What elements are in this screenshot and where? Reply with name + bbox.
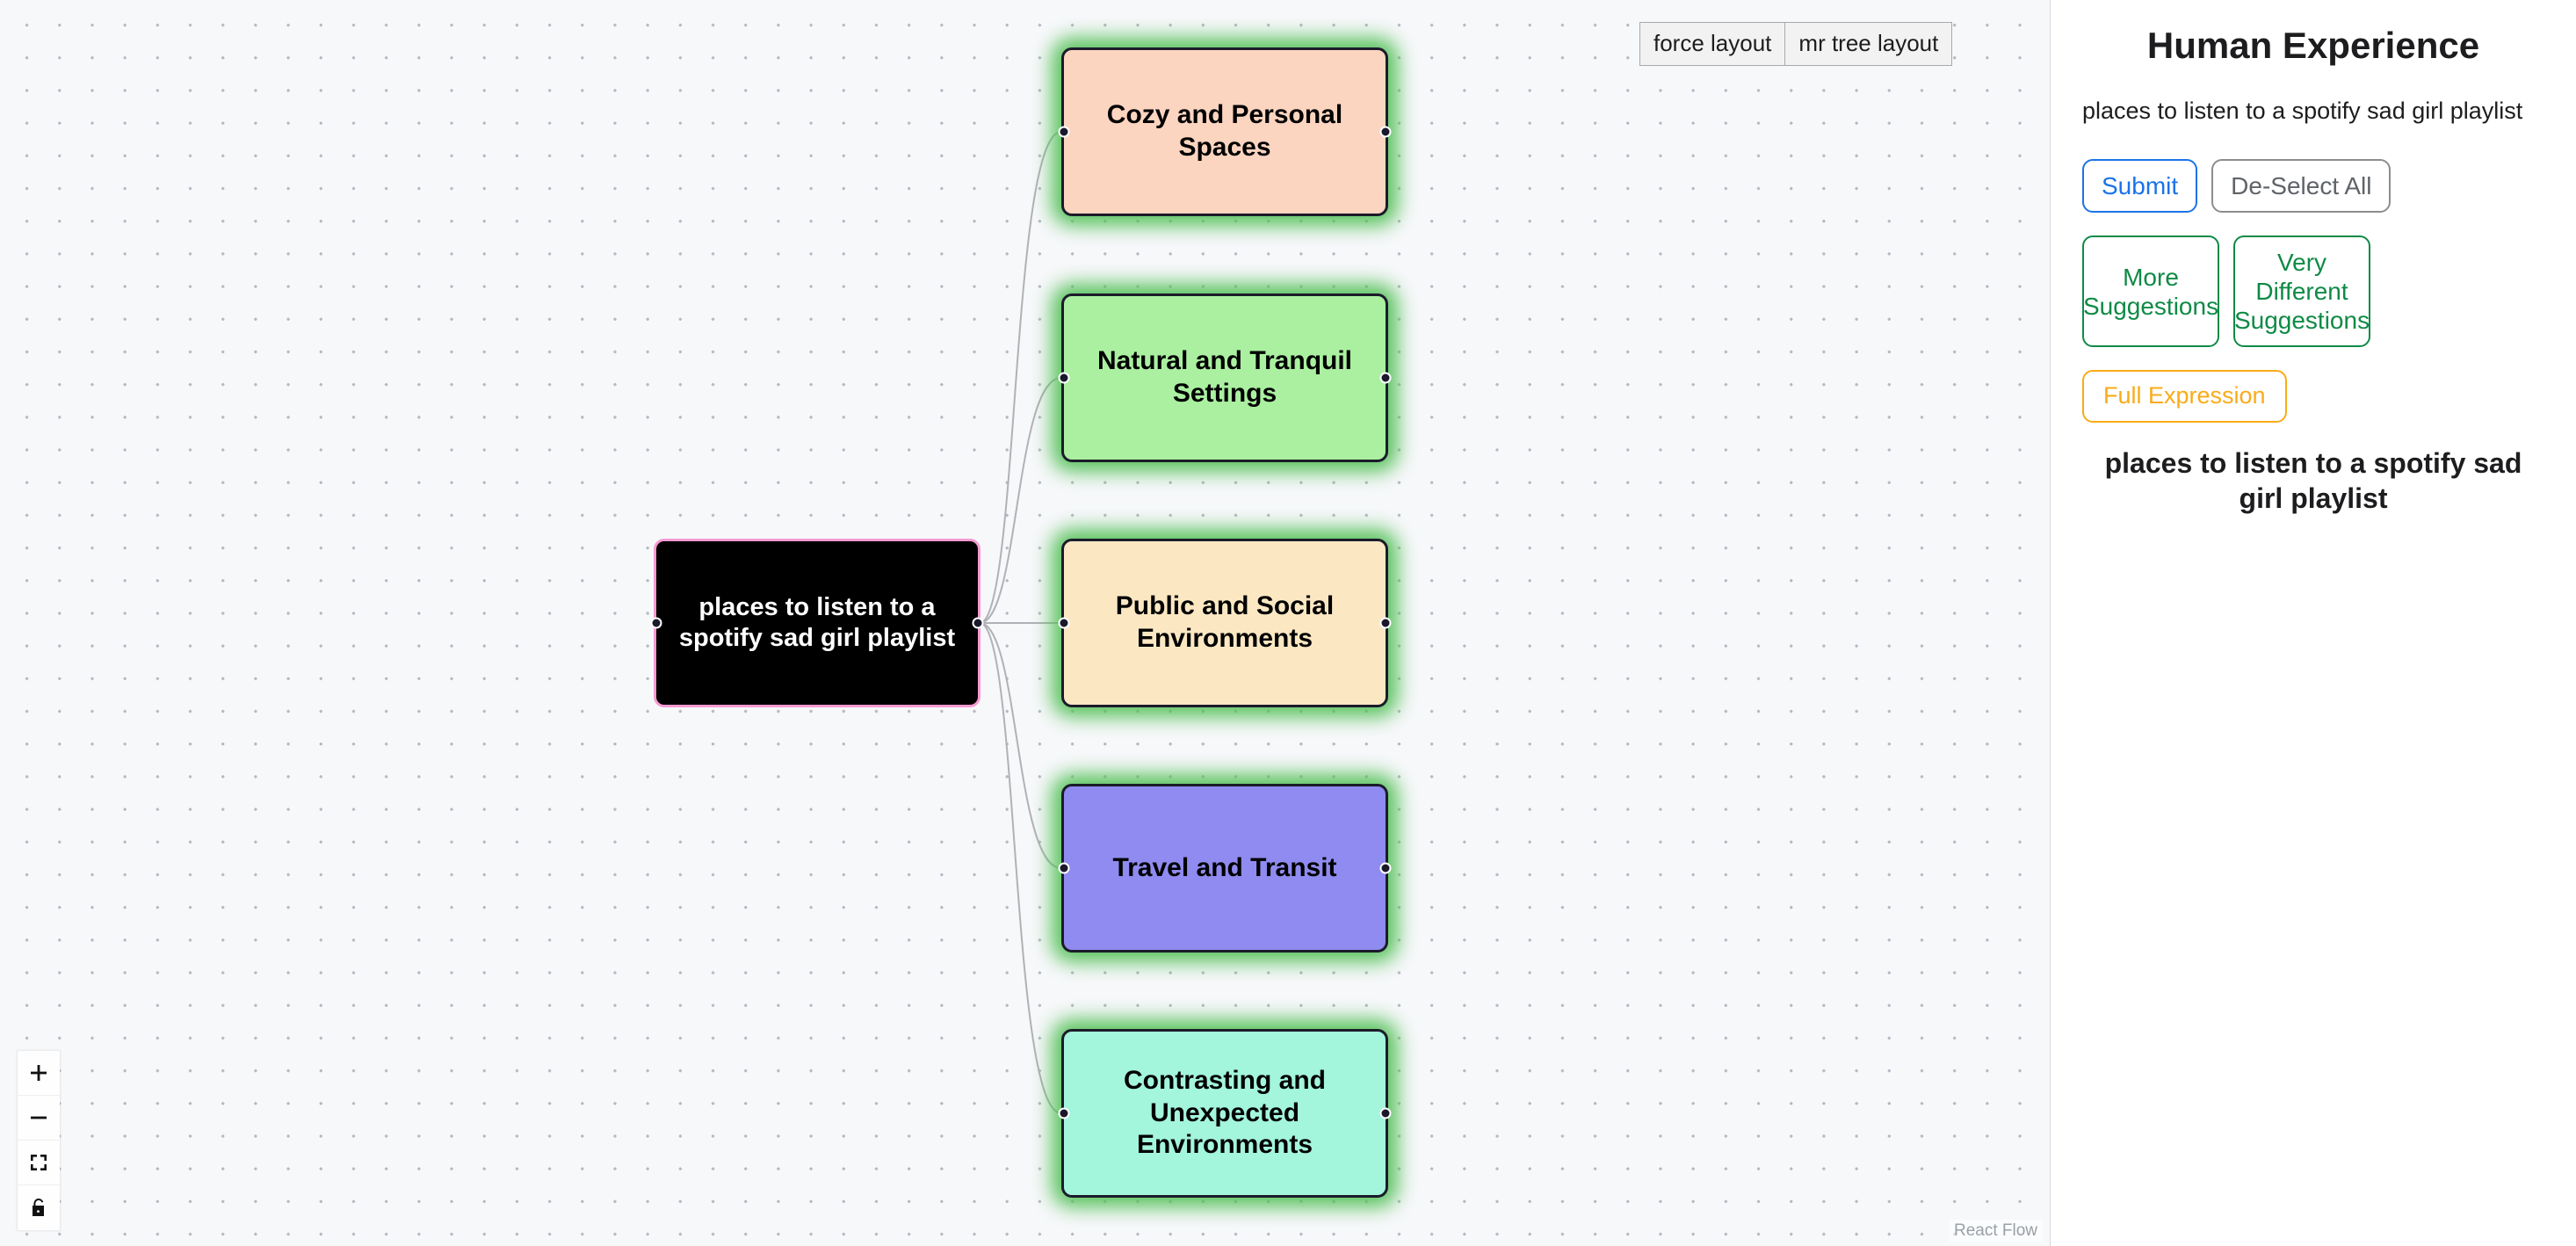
zoom-out-button[interactable] (18, 1096, 60, 1141)
plus-icon (31, 1065, 47, 1081)
topic-node-label: Public and Social Environments (1115, 591, 1335, 653)
primary-action-row: Submit De-Select All (2082, 159, 2544, 214)
fit-view-button[interactable] (18, 1141, 60, 1185)
topic-node-handle-left[interactable] (1058, 1107, 1070, 1119)
side-panel: Human Experience places to listen to a s… (2051, 0, 2576, 1246)
more-suggestions-button[interactable]: More Suggestions (2082, 235, 2219, 348)
topic-node-label: Contrasting and Unexpected Environments (1124, 1066, 1326, 1160)
topic-node-natural-and-tranquil-settings[interactable]: Natural and Tranquil Settings (1058, 293, 1392, 462)
expression-text: places to listen to a spotify sad girl p… (2104, 447, 2522, 515)
zoom-in-button[interactable] (18, 1051, 60, 1096)
topic-node-public-and-social-environments[interactable]: Public and Social Environments (1058, 539, 1392, 707)
topic-node-handle-right[interactable] (1379, 862, 1392, 874)
root-node-handle-right[interactable] (972, 617, 984, 629)
page-title: Human Experience (2146, 25, 2480, 66)
root-node[interactable]: places to listen to a spotify sad girl p… (650, 539, 984, 707)
topic-node-handle-left[interactable] (1058, 126, 1070, 138)
mr-tree-layout-button[interactable]: mr tree layout (1784, 22, 1953, 66)
flow-controls[interactable] (18, 1051, 60, 1230)
minus-icon (31, 1116, 47, 1119)
suggestion-action-row: More Suggestions Very Different Suggesti… (2082, 235, 2544, 348)
topic-node-handle-left[interactable] (1058, 617, 1070, 629)
topic-node-handle-right[interactable] (1379, 1107, 1392, 1119)
topic-node-handle-right[interactable] (1379, 372, 1392, 384)
layout-toggle-group[interactable]: force layout mr tree layout (1639, 22, 1953, 66)
topic-node-label: Travel and Transit (1112, 852, 1337, 882)
topic-node-handle-right[interactable] (1379, 617, 1392, 629)
topic-node-handle-right[interactable] (1379, 126, 1392, 138)
edge-root-to-node-1 (979, 131, 1062, 624)
de-select-all-button[interactable]: De-Select All (2211, 159, 2391, 214)
topic-node-travel-and-transit[interactable]: Travel and Transit (1058, 784, 1392, 953)
edge-root-to-node-5 (979, 622, 1062, 1114)
root-node-handle-left[interactable] (650, 617, 662, 629)
edge-layer (979, 131, 1062, 1114)
submit-button[interactable]: Submit (2082, 159, 2198, 214)
unlock-icon (33, 1198, 44, 1216)
prompt-text: places to listen to a spotify sad girl p… (2082, 98, 2523, 124)
flow-canvas[interactable]: force layout mr tree layout places to li… (0, 0, 2051, 1246)
topic-node-cozy-and-personal-spaces[interactable]: Cozy and Personal Spaces (1058, 47, 1392, 216)
fit-view-icon (31, 1155, 47, 1170)
force-layout-button[interactable]: force layout (1639, 22, 1786, 66)
lock-toggle-button[interactable] (18, 1185, 60, 1230)
topic-node-label: Cozy and Personal Spaces (1106, 100, 1343, 162)
edge-root-to-node-2 (979, 377, 1062, 624)
topic-node-label: Natural and Tranquil Settings (1096, 346, 1353, 408)
edge-root-to-node-4 (979, 622, 1062, 869)
very-different-suggestions-button[interactable]: Very Different Suggestions (2233, 235, 2370, 348)
topic-node-handle-left[interactable] (1058, 372, 1070, 384)
full-expression-row: Full Expression (2082, 370, 2544, 424)
topic-node-contrasting-and-unexpected-environments[interactable]: Contrasting and Unexpected Environments (1058, 1029, 1392, 1198)
react-flow-attribution[interactable]: React Flow (1948, 1220, 2043, 1242)
full-expression-button[interactable]: Full Expression (2082, 370, 2287, 424)
root-node-label: places to listen to a spotify sad girl p… (678, 592, 956, 652)
topic-node-handle-left[interactable] (1058, 862, 1070, 874)
